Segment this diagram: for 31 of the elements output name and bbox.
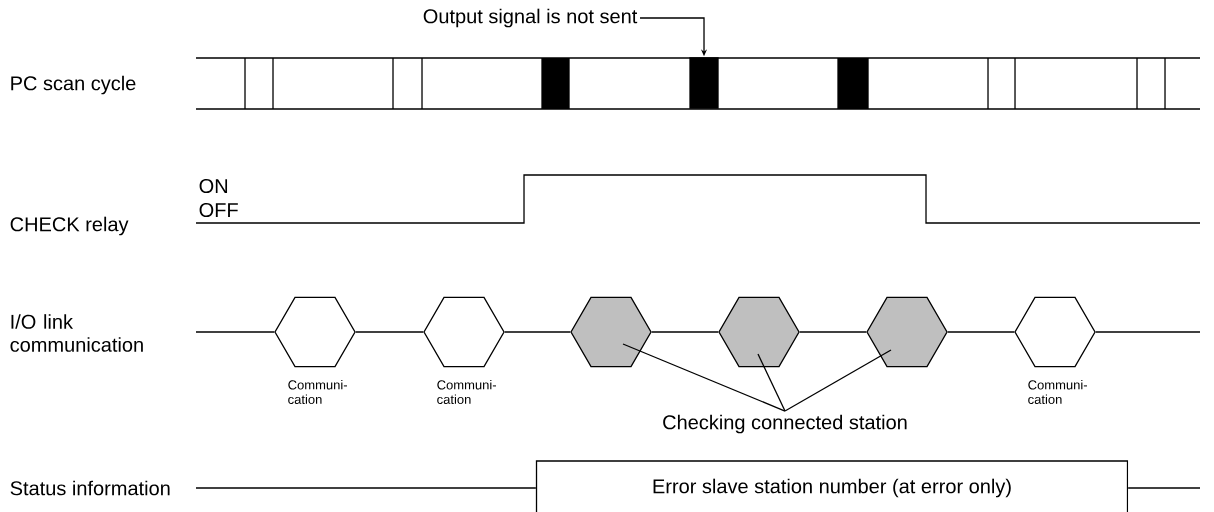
row-label: CHECK relay: [10, 216, 129, 236]
node-label: Communi- cation: [437, 379, 496, 404]
leader-line: [757, 353, 786, 412]
row-label: I/O link communication: [10, 314, 143, 352]
row-label: PC scan cycle: [11, 75, 136, 95]
hexagon: [866, 296, 948, 368]
signal-line: [195, 331, 275, 333]
callout-text: Checking connected station: [663, 414, 907, 434]
signal-line: [799, 331, 867, 333]
signal-line: [355, 331, 424, 333]
signal-line: [1095, 331, 1201, 333]
signal-line: [651, 331, 719, 333]
hexagon: [1014, 296, 1096, 368]
leader-line: [784, 349, 892, 412]
signal-line: [1127, 487, 1201, 489]
row-label: Status information: [10, 480, 170, 496]
status-box: Error slave station number (at error only): [535, 460, 1129, 512]
hexagon: [423, 296, 505, 368]
leader-line: [622, 343, 786, 412]
hexagon: [570, 296, 652, 368]
signal-line: [195, 487, 537, 489]
row-label: ON: [199, 178, 228, 194]
callout-text: Output signal is not sent: [423, 8, 638, 28]
hexagon: [274, 296, 356, 368]
node-label: Communi- cation: [1028, 379, 1088, 404]
hexagon: [718, 296, 800, 368]
node-label: Communi- cation: [288, 379, 347, 404]
scan-block: [689, 57, 719, 109]
signal-line: [947, 331, 1015, 333]
row-label: OFF: [199, 202, 238, 218]
signal-line: [504, 331, 571, 333]
